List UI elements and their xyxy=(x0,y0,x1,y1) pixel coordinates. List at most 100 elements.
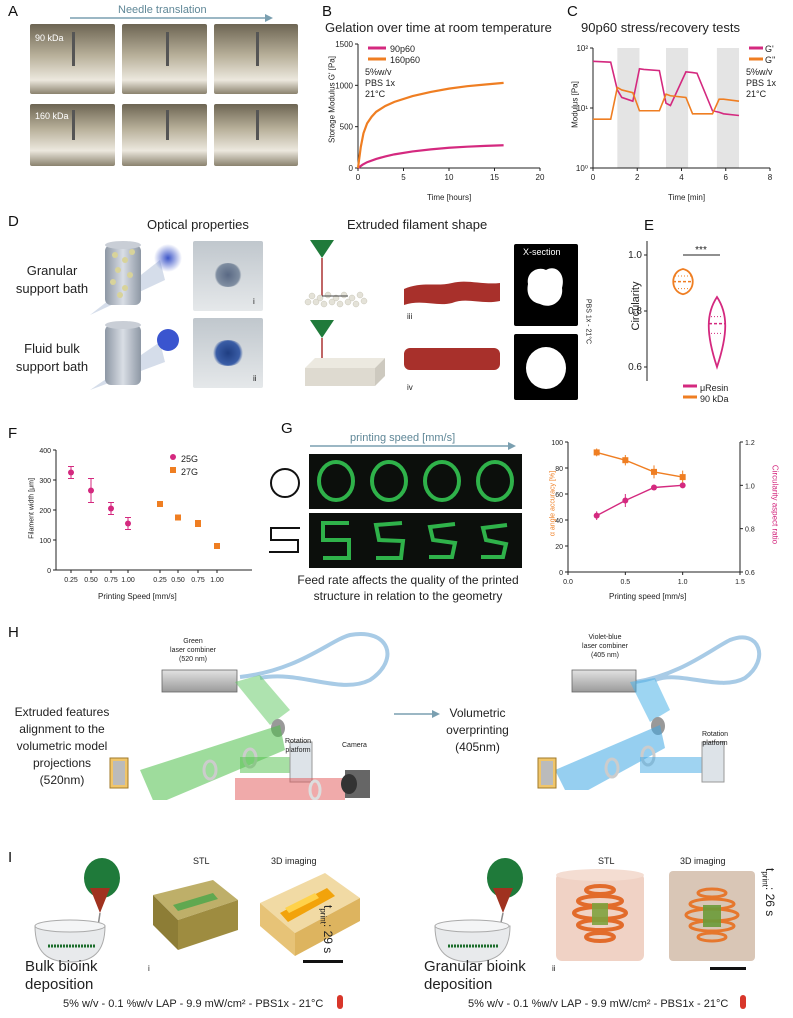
chart-c-xtick-label: 6 xyxy=(724,173,729,182)
t-print-right-value: 26 s xyxy=(763,893,777,917)
caption-line1: Feed rate affects the quality of the pri… xyxy=(297,573,519,587)
panel-b-letter: B xyxy=(322,3,333,20)
chart-g-xtick-label: 0.5 xyxy=(620,579,630,586)
chart-c-series-line xyxy=(592,60,740,117)
chart-f-ytick-label: 200 xyxy=(39,508,51,515)
printing-speed-label: printing speed [mm/s] xyxy=(350,432,456,444)
fluid-bath-label-line1: Fluid bulk xyxy=(24,341,80,356)
chart-b-legend-90p60: 90p60 xyxy=(390,44,416,54)
needle-translation-arrow xyxy=(70,14,273,22)
panel-c-letter: C xyxy=(567,3,578,20)
extruded-filament-title: Extruded filament shape xyxy=(347,217,488,232)
chart-c-shaded-interval xyxy=(666,48,689,168)
panel-h-letter: H xyxy=(8,624,19,641)
bulk-deposition-illustration xyxy=(34,858,120,963)
chart-f-ylabel: Filament width [μm] xyxy=(28,478,36,539)
chart-g-accuracy-line xyxy=(596,451,683,478)
chart-g-accuracy-point xyxy=(651,468,657,475)
chart-e-violin xyxy=(672,268,694,296)
caption-line2: structure in relation to the geometry xyxy=(313,589,503,603)
gel-photo-row-90kda xyxy=(30,24,298,94)
chart-b-condition-1: 5%w/v xyxy=(365,67,392,77)
chart-f-xtick-label: 0.75 xyxy=(104,577,118,584)
chart-c-legend-gdoubleprime: G'' xyxy=(765,55,776,65)
bulk-label-line2: deposition xyxy=(25,976,94,993)
chart-f-point-25g xyxy=(125,520,131,527)
stl-channel-model xyxy=(153,880,238,950)
h-left-line4: projections xyxy=(32,756,92,770)
violet-laser-line3: (405 nm) xyxy=(590,652,619,659)
chart-c-xtick-label: 8 xyxy=(768,173,773,182)
chart-e-ylabel: Circularity xyxy=(630,281,642,331)
granular-bath-photo xyxy=(193,241,263,311)
chart-c-xtick-label: 4 xyxy=(679,173,684,182)
xsection-granular xyxy=(514,244,578,326)
printed-zigzag-strip xyxy=(309,513,522,568)
chart-c-shaded-interval xyxy=(716,48,740,168)
h-middle-line3: (405nm) xyxy=(455,740,500,754)
chart-g-circularity-point xyxy=(593,512,600,519)
gel-photo-row-160kda xyxy=(30,104,298,166)
chart-c-xtick-label: 0 xyxy=(591,173,596,182)
xsection-side-label: PBS 1x - 21°C xyxy=(584,298,592,345)
h-middle-line2: overprinting xyxy=(446,723,509,737)
rotation-platform-line2: platform xyxy=(285,747,311,754)
chart-g-circularity-line xyxy=(596,484,683,517)
chart-g-ytick-left-label: 40 xyxy=(555,518,563,525)
sub-label-i: i xyxy=(253,297,255,306)
chart-c-xtick-label: 2 xyxy=(635,173,640,182)
chart-g-ytick-left-label: 20 xyxy=(555,544,563,551)
chart-g-ytick-left-label: 60 xyxy=(555,492,563,499)
chart-c-ylabel: Modulus [Pa] xyxy=(570,81,580,128)
chart-g-circularity-point xyxy=(679,482,686,489)
violet-laser-label: Violet-blue laser combiner (405 nm) xyxy=(575,633,635,660)
printed-circles-strip xyxy=(309,454,522,509)
chart-c-condition-2: PBS 1x xyxy=(746,78,777,88)
printing-speed-arrow xyxy=(310,442,516,450)
filament-render-iv xyxy=(404,348,500,370)
bulk-deposition-label: Bulk bioink deposition xyxy=(25,958,98,994)
chart-g-circularity-point xyxy=(651,484,657,491)
rotation-platform-label-left: Rotation platform xyxy=(273,737,323,755)
panel-a-letter: A xyxy=(8,3,19,20)
chart-f-ytick-label: 0 xyxy=(47,568,51,575)
chart-b-condition-3: 21°C xyxy=(365,89,386,99)
chart-b-xtick-label: 20 xyxy=(536,173,545,182)
chart-f-point-27g xyxy=(195,520,201,527)
chart-f-xtick-label: 1.00 xyxy=(210,577,224,584)
chart-c-ytick-label: 10² xyxy=(576,44,588,53)
chart-e-legend-90kda: 90 kDa xyxy=(700,394,729,404)
chart-g-ytick-left-label: 0 xyxy=(559,570,563,577)
chart-g-accuracy-point xyxy=(622,457,629,464)
chart-b-xlabel: Time [hours] xyxy=(427,193,472,202)
chart-b-xtick-label: 5 xyxy=(401,173,406,182)
panel-f-letter: F xyxy=(8,425,18,442)
chart-b-ytick-label: 0 xyxy=(349,164,354,173)
chart-e-legend-uresin: μResin xyxy=(700,383,729,393)
chart-f-point-27g xyxy=(175,514,181,521)
chart-f-xlabel: Printing Speed [mm/s] xyxy=(98,592,177,601)
green-laser-line2: laser combiner xyxy=(170,647,216,654)
fluid-bath-label-line2: support bath xyxy=(15,359,89,374)
chart-e-violin xyxy=(707,295,727,370)
chart-f-xtick-label: 1.00 xyxy=(121,577,135,584)
needle-translation-label: Needle translation xyxy=(118,4,207,16)
chart-f-xtick-label: 0.75 xyxy=(191,577,205,584)
t-print-right: tprint: 26 s xyxy=(760,868,777,917)
chart-g-accuracy-point xyxy=(679,474,686,481)
granular-label-line2: deposition xyxy=(424,976,493,993)
chart-f-point-25g xyxy=(108,505,114,512)
chart-g-xtick-label: 0.0 xyxy=(563,579,573,586)
chart-g-ylabel-left: α angle accuracy [%] xyxy=(549,470,557,537)
thermometer-icon-right xyxy=(740,995,746,1009)
row-label-160kda: 160 kDa xyxy=(35,111,69,121)
chart-g-accuracy-point xyxy=(593,449,600,456)
fluid-bath-label: Fluid bulk support bath xyxy=(8,340,96,376)
green-laser-line1: Green xyxy=(183,638,203,645)
green-laser-line3: (520 nm) xyxy=(178,656,207,663)
sub-label-i-panel: i xyxy=(148,964,150,973)
sub-label-ii: ii xyxy=(253,374,257,383)
chart-c-condition-1: 5%w/v xyxy=(746,67,773,77)
green-laser-label: Green laser combiner (520 nm) xyxy=(163,637,223,664)
